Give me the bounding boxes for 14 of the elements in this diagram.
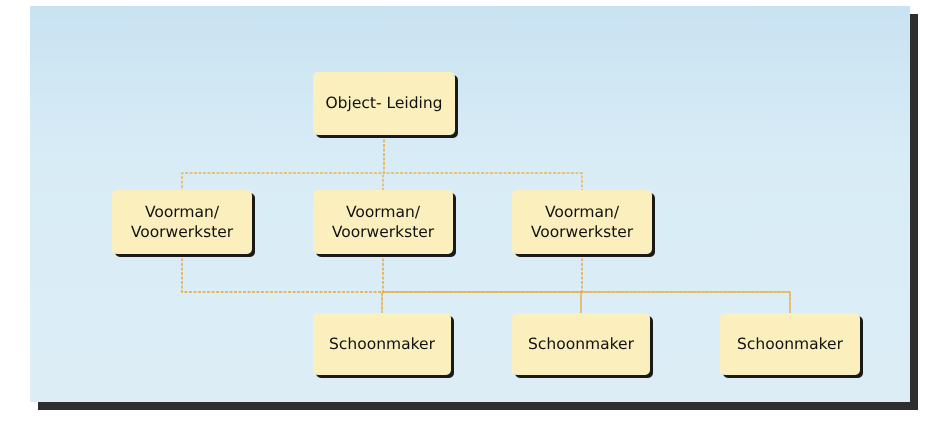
org-box xyxy=(512,190,652,254)
role-label: Schoonmaker xyxy=(737,334,843,354)
role-label: Voorman/ Voorwerkster xyxy=(530,202,634,242)
org-box xyxy=(112,190,252,254)
role-label: Voorman/ Voorwerkster xyxy=(330,202,436,242)
role-label: Voorman/ Voorwerkster xyxy=(130,202,234,242)
role-label: Object- Leiding xyxy=(325,93,442,114)
org-box xyxy=(313,72,455,135)
org-box xyxy=(313,313,451,375)
org-box xyxy=(720,313,860,375)
role-label: Schoonmaker xyxy=(528,334,634,354)
org-box xyxy=(313,190,453,254)
org-box xyxy=(512,313,650,375)
role-label: Schoonmaker xyxy=(329,334,435,354)
